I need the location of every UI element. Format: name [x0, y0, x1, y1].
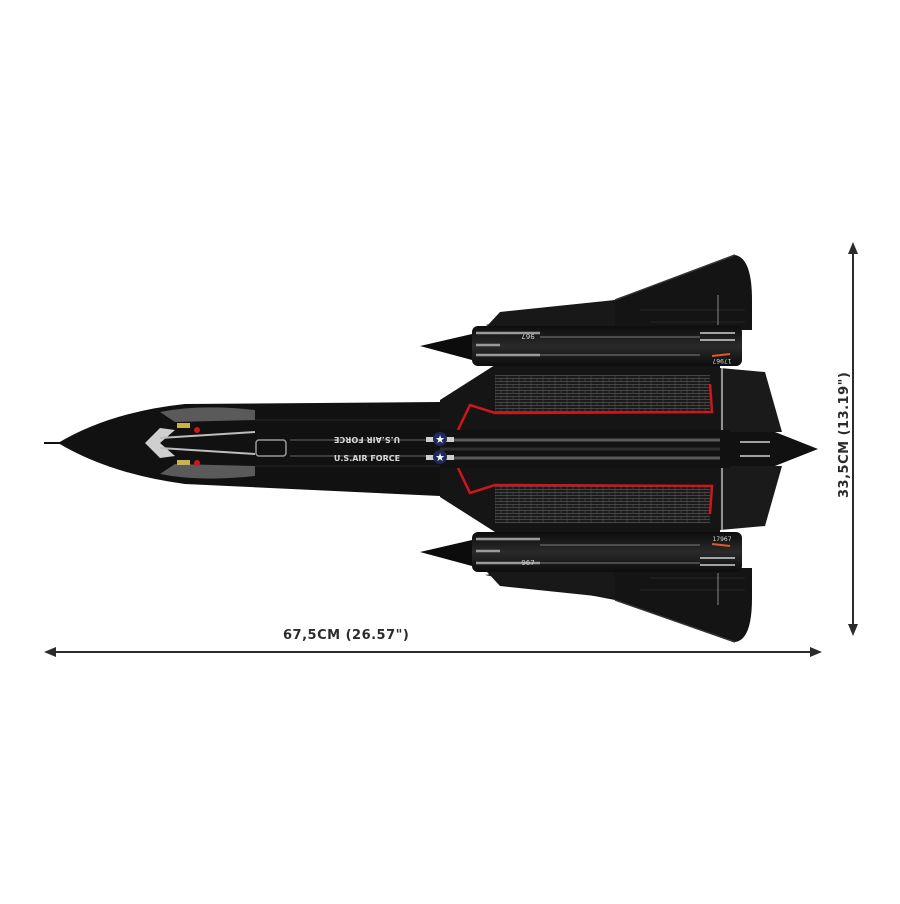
svg-text:★: ★	[435, 433, 445, 446]
length-dimension-label: 67,5CM (26.57")	[283, 628, 410, 643]
tail-code-bottom: 17967	[712, 536, 731, 543]
width-dimension-label: 33,5CM (13.19")	[837, 371, 852, 498]
width-dimension-arrow	[848, 242, 858, 636]
fuselage-text-top: U.S.AIR FORCE	[334, 435, 400, 444]
length-dimension-arrow	[44, 647, 822, 657]
usaf-roundel-bottom: ★	[426, 450, 454, 464]
forward-fuselage	[44, 402, 440, 496]
usaf-roundel-top: ★	[426, 432, 454, 446]
svg-text:★: ★	[435, 451, 445, 464]
lower-engine-nacelle	[420, 532, 742, 598]
center-body	[440, 365, 818, 532]
tail-flash-bottom	[711, 543, 731, 547]
tail-flash-top	[711, 353, 731, 357]
fuselage-text-bottom: U.S.AIR FORCE	[334, 454, 400, 463]
nacelle-number-bottom: 967	[521, 559, 534, 567]
nacelle-number-top: 967	[521, 332, 534, 340]
tail-code-top: 17967	[712, 357, 731, 364]
upper-engine-nacelle	[420, 300, 742, 366]
